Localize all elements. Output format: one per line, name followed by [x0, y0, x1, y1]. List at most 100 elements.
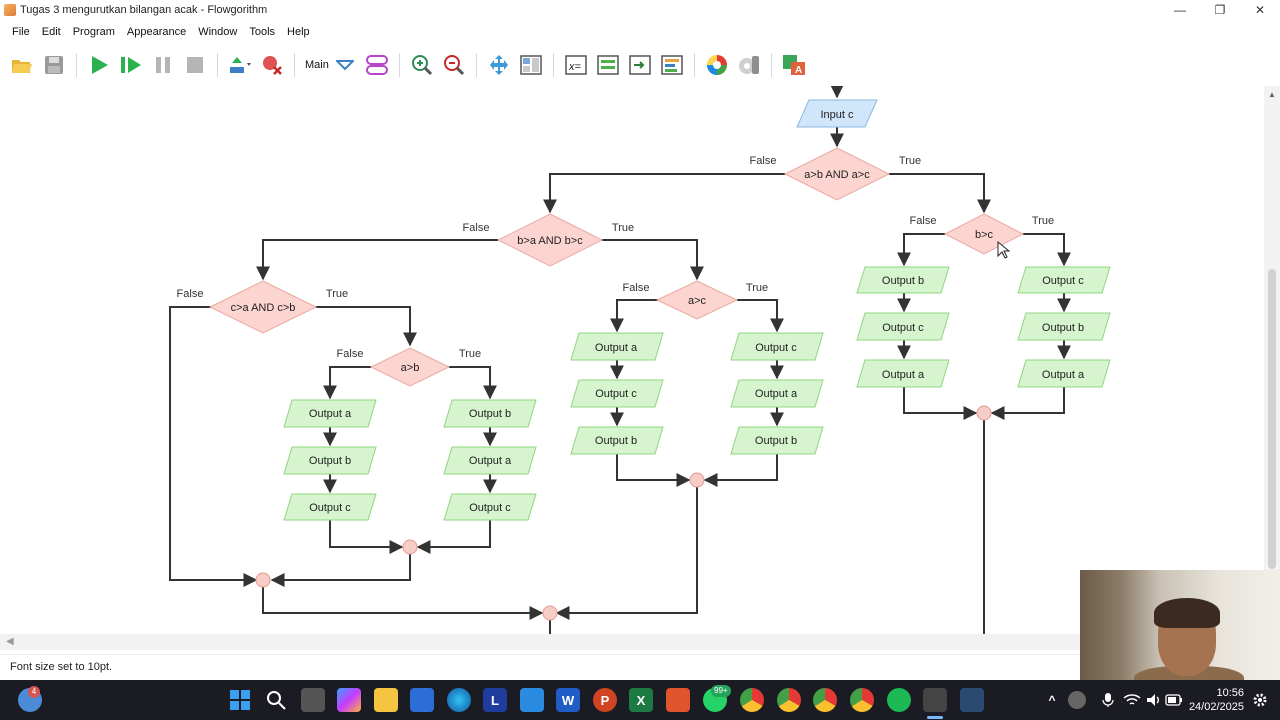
run-speed-icon[interactable] — [228, 53, 252, 77]
output-shape[interactable]: Output a — [570, 332, 664, 361]
battery-icon[interactable] — [1162, 688, 1186, 712]
minimize-button[interactable]: — — [1174, 3, 1186, 17]
output-shape[interactable]: Output b — [856, 266, 950, 294]
menu-help[interactable]: Help — [287, 26, 310, 38]
spotify-icon[interactable] — [887, 688, 911, 712]
open-folder-icon[interactable] — [10, 53, 34, 77]
restore-button[interactable]: ❐ — [1214, 3, 1226, 17]
source-code-icon[interactable] — [596, 53, 620, 77]
volume-icon[interactable] — [1142, 688, 1166, 712]
windows-start-icon[interactable] — [228, 688, 252, 712]
fit-view-icon[interactable] — [487, 53, 511, 77]
wifi-icon[interactable] — [1120, 688, 1144, 712]
pause-icon[interactable] — [151, 53, 175, 77]
variable-watch-icon[interactable]: x= — [564, 53, 588, 77]
output-shape[interactable]: Output c — [856, 312, 950, 341]
false-label: False — [463, 222, 490, 234]
output-shape[interactable]: Output a — [856, 359, 950, 388]
cloud-icon[interactable] — [1068, 691, 1086, 709]
output-shape[interactable]: Output c — [730, 332, 824, 361]
search-icon[interactable] — [264, 688, 288, 712]
breakpoint-clear-icon[interactable] — [260, 53, 284, 77]
app-icon[interactable] — [520, 688, 544, 712]
l-app-icon[interactable]: L — [483, 688, 507, 712]
translate-icon[interactable]: A — [782, 53, 806, 77]
task-view-icon[interactable] — [301, 688, 325, 712]
color-scheme-icon[interactable] — [705, 53, 729, 77]
decision-shape[interactable]: b>c — [943, 213, 1025, 255]
chart-icon[interactable] — [660, 53, 684, 77]
decision-shape[interactable]: a>c — [655, 280, 739, 320]
settings-gear-icon[interactable] — [1248, 688, 1272, 712]
chrome-icon[interactable] — [813, 688, 837, 712]
vertical-scroll-thumb[interactable] — [1268, 269, 1276, 569]
output-label: Output c — [755, 342, 797, 354]
function-manager-icon[interactable] — [365, 53, 389, 77]
close-button[interactable]: ✕ — [1254, 3, 1266, 17]
menu-edit[interactable]: Edit — [41, 26, 61, 38]
window-title: Tugas 3 mengurutkan bilangan acak - Flow… — [20, 4, 268, 16]
decision-shape[interactable]: a>b — [369, 347, 451, 387]
save-icon[interactable] — [42, 53, 66, 77]
menu-window[interactable]: Window — [198, 26, 238, 38]
vertical-scrollbar[interactable]: ▲ — [1264, 86, 1280, 634]
output-shape[interactable]: Output b — [443, 399, 537, 428]
flowgorithm-taskbar-icon[interactable] — [923, 688, 947, 712]
excel-icon[interactable]: X — [629, 688, 653, 712]
chevron-down-icon[interactable] — [333, 53, 357, 77]
microphone-icon[interactable] — [1096, 688, 1120, 712]
zoom-out-icon[interactable] — [442, 53, 466, 77]
output-shape[interactable]: Output b — [283, 446, 377, 475]
chrome-icon[interactable] — [850, 688, 874, 712]
copilot-icon[interactable] — [337, 688, 361, 712]
file-explorer-icon[interactable] — [374, 688, 398, 712]
run-icon[interactable] — [87, 53, 111, 77]
output-shape[interactable]: Output c — [570, 379, 664, 408]
layout-icon[interactable] — [519, 53, 543, 77]
adobe-icon[interactable] — [666, 688, 690, 712]
decision-label: b>a AND b>c — [517, 235, 583, 247]
menu-appearance[interactable]: Appearance — [126, 26, 187, 38]
zoom-in-icon[interactable] — [410, 53, 434, 77]
output-shape[interactable]: Output c — [1017, 266, 1111, 294]
output-shape[interactable]: Output a — [730, 379, 824, 408]
stop-icon[interactable] — [183, 53, 207, 77]
word-icon[interactable]: W — [556, 688, 580, 712]
menu-tools[interactable]: Tools — [249, 26, 276, 38]
remote-app-icon[interactable] — [960, 688, 984, 712]
menu-program[interactable]: Program — [72, 26, 115, 38]
output-shape[interactable]: Output b — [1017, 312, 1111, 341]
output-shape[interactable]: Output b — [730, 426, 824, 455]
output-label: Output b — [755, 435, 797, 447]
scroll-left-icon[interactable]: ◀ — [6, 636, 14, 647]
decision-shape[interactable]: b>a AND b>c — [496, 213, 604, 267]
flowchart-canvas[interactable]: Input c a>b AND a>c False True b>a AND b… — [0, 86, 1264, 634]
output-label: Output b — [882, 275, 924, 287]
output-shape[interactable]: Output c — [283, 493, 377, 521]
styles-icon[interactable] — [737, 53, 761, 77]
step-icon[interactable] — [119, 53, 143, 77]
scroll-up-icon[interactable]: ▲ — [1268, 90, 1276, 99]
chrome-icon[interactable] — [740, 688, 764, 712]
status-bar: Font size set to 10pt. — [0, 654, 1280, 678]
chrome-icon[interactable] — [777, 688, 801, 712]
output-shape[interactable]: Output a — [443, 446, 537, 475]
menu-bar: File Edit Program Appearance Window Tool… — [0, 22, 1280, 42]
powerpoint-icon[interactable]: P — [593, 688, 617, 712]
menu-file[interactable]: File — [12, 26, 30, 38]
function-select-label[interactable]: Main — [305, 59, 329, 71]
output-shape[interactable]: Output a — [283, 399, 377, 428]
decision-shape[interactable]: c>a AND c>b — [208, 280, 318, 334]
input-shape[interactable]: Input c — [796, 99, 878, 128]
horizontal-scrollbar[interactable]: ◀ — [0, 634, 1080, 650]
decision-shape[interactable]: a>b AND a>c — [783, 147, 891, 201]
microsoft-store-icon[interactable] — [410, 688, 434, 712]
output-shape[interactable]: Output c — [443, 493, 537, 521]
taskbar-clock[interactable]: 10:56 24/02/2025 — [1189, 686, 1244, 714]
output-shape[interactable]: Output a — [1017, 359, 1111, 388]
edge-browser-icon[interactable] — [447, 688, 471, 712]
connector-circle — [255, 572, 271, 588]
output-shape[interactable]: Output b — [570, 426, 664, 455]
console-icon[interactable] — [628, 53, 652, 77]
chevron-up-icon[interactable]: ^ — [1048, 693, 1056, 707]
